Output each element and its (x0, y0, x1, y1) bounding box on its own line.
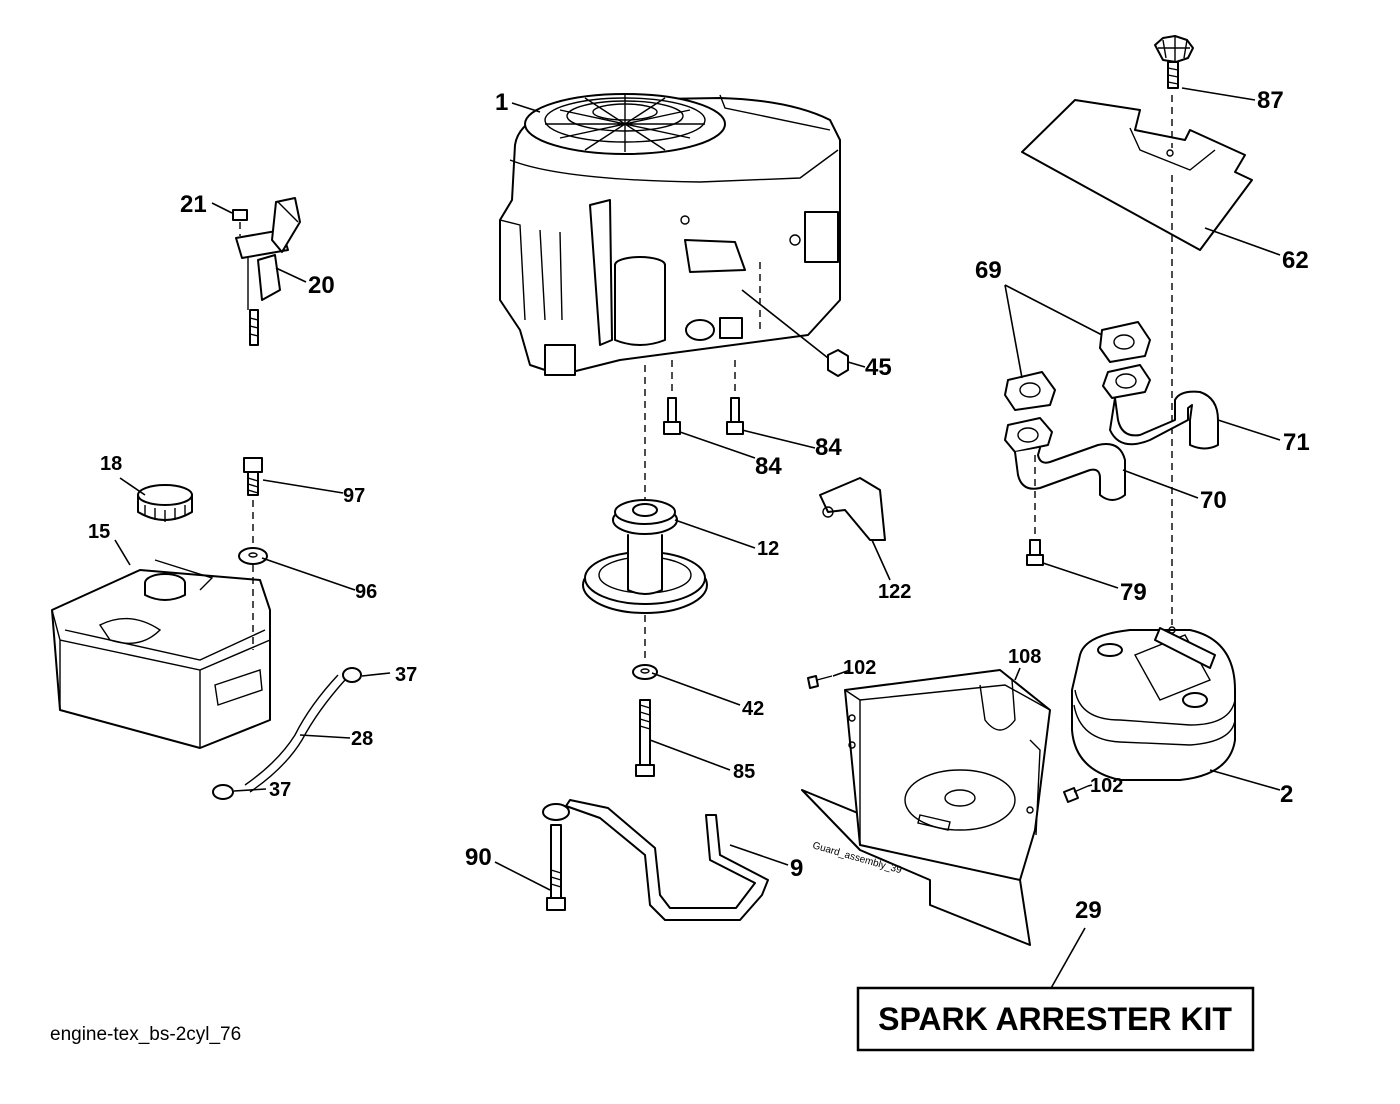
callout-84b: 84 (815, 434, 842, 461)
callout-122: 122 (878, 581, 911, 603)
spark-arrester-kit-label: SPARK ARRESTER KIT (878, 1001, 1232, 1037)
fuel-tank-part-15 (51, 559, 271, 749)
callout-96: 96 (355, 581, 377, 603)
callout-18: 18 (100, 453, 122, 475)
callout-102a: 102 (843, 657, 876, 679)
washer-part-96 (238, 547, 268, 650)
callout-79: 79 (1120, 579, 1147, 606)
pulley-part-12 (582, 365, 708, 614)
clamp-part-37a (342, 667, 362, 683)
exhaust-pipe-part-70 (1004, 417, 1126, 535)
screw-part-21 (232, 209, 248, 236)
callout-84a: 84 (755, 453, 782, 480)
muffler-part-2 (1071, 626, 1236, 781)
callout-69: 69 (975, 257, 1002, 284)
callout-29: 29 (1075, 897, 1102, 924)
callout-62: 62 (1282, 247, 1309, 274)
callout-71: 71 (1283, 429, 1310, 456)
callout-12: 12 (757, 538, 779, 560)
fuel-cap-part-18 (137, 484, 193, 522)
fuel-hose-part-28 (244, 674, 346, 793)
blower-guard-part-108: Guard_assembly_39 (801, 669, 1051, 946)
callout-102b: 102 (1090, 775, 1123, 797)
bolt-part-84b (726, 360, 744, 435)
bolt-part-90 (546, 824, 566, 911)
callout-87: 87 (1257, 87, 1284, 114)
callout-2: 2 (1280, 781, 1293, 808)
callout-15: 15 (88, 521, 110, 543)
callout-37a: 37 (395, 664, 417, 686)
throttle-control-part-20 (235, 197, 301, 346)
callout-42: 42 (742, 698, 764, 720)
gasket-part-69b (1004, 371, 1056, 411)
spark-arrester-kit-box: SPARK ARRESTER KIT (856, 986, 1255, 1052)
callout-37b: 37 (269, 779, 291, 801)
bracket-part-9 (542, 799, 769, 921)
callout-labels: 1 21 20 45 84 84 12 122 42 85 18 15 97 9… (88, 87, 1310, 924)
callout-85: 85 (733, 761, 755, 783)
screw-part-102a (807, 675, 833, 689)
screen-part-62 (1021, 95, 1253, 625)
gasket-part-69a (1099, 321, 1151, 363)
bolt-part-85 (635, 699, 655, 777)
callout-1: 1 (495, 89, 508, 116)
washer-part-42 (632, 615, 658, 680)
callout-21: 21 (180, 191, 207, 218)
screw-part-102b (1063, 785, 1089, 803)
engine-part-1 (499, 93, 841, 376)
callout-20: 20 (308, 272, 335, 299)
callout-108: 108 (1008, 646, 1041, 668)
exhaust-pipe-part-71 (1102, 364, 1219, 450)
shield-part-122 (819, 477, 886, 541)
bolt-part-84a (663, 360, 681, 435)
callout-9: 9 (790, 855, 803, 882)
callout-90: 90 (465, 844, 492, 871)
drawing-id-caption: engine-tex_bs-2cyl_76 (50, 1024, 241, 1045)
callout-70: 70 (1200, 487, 1227, 514)
nut-part-45 (741, 289, 849, 377)
callout-45: 45 (865, 354, 892, 381)
plug-part-87 (1154, 35, 1194, 89)
bolt-part-79 (1026, 539, 1044, 566)
screw-part-97 (243, 457, 263, 545)
callout-28: 28 (351, 728, 373, 750)
clamp-part-37b (212, 784, 234, 800)
callout-97: 97 (343, 485, 365, 507)
leader-lines (114, 87, 1281, 991)
